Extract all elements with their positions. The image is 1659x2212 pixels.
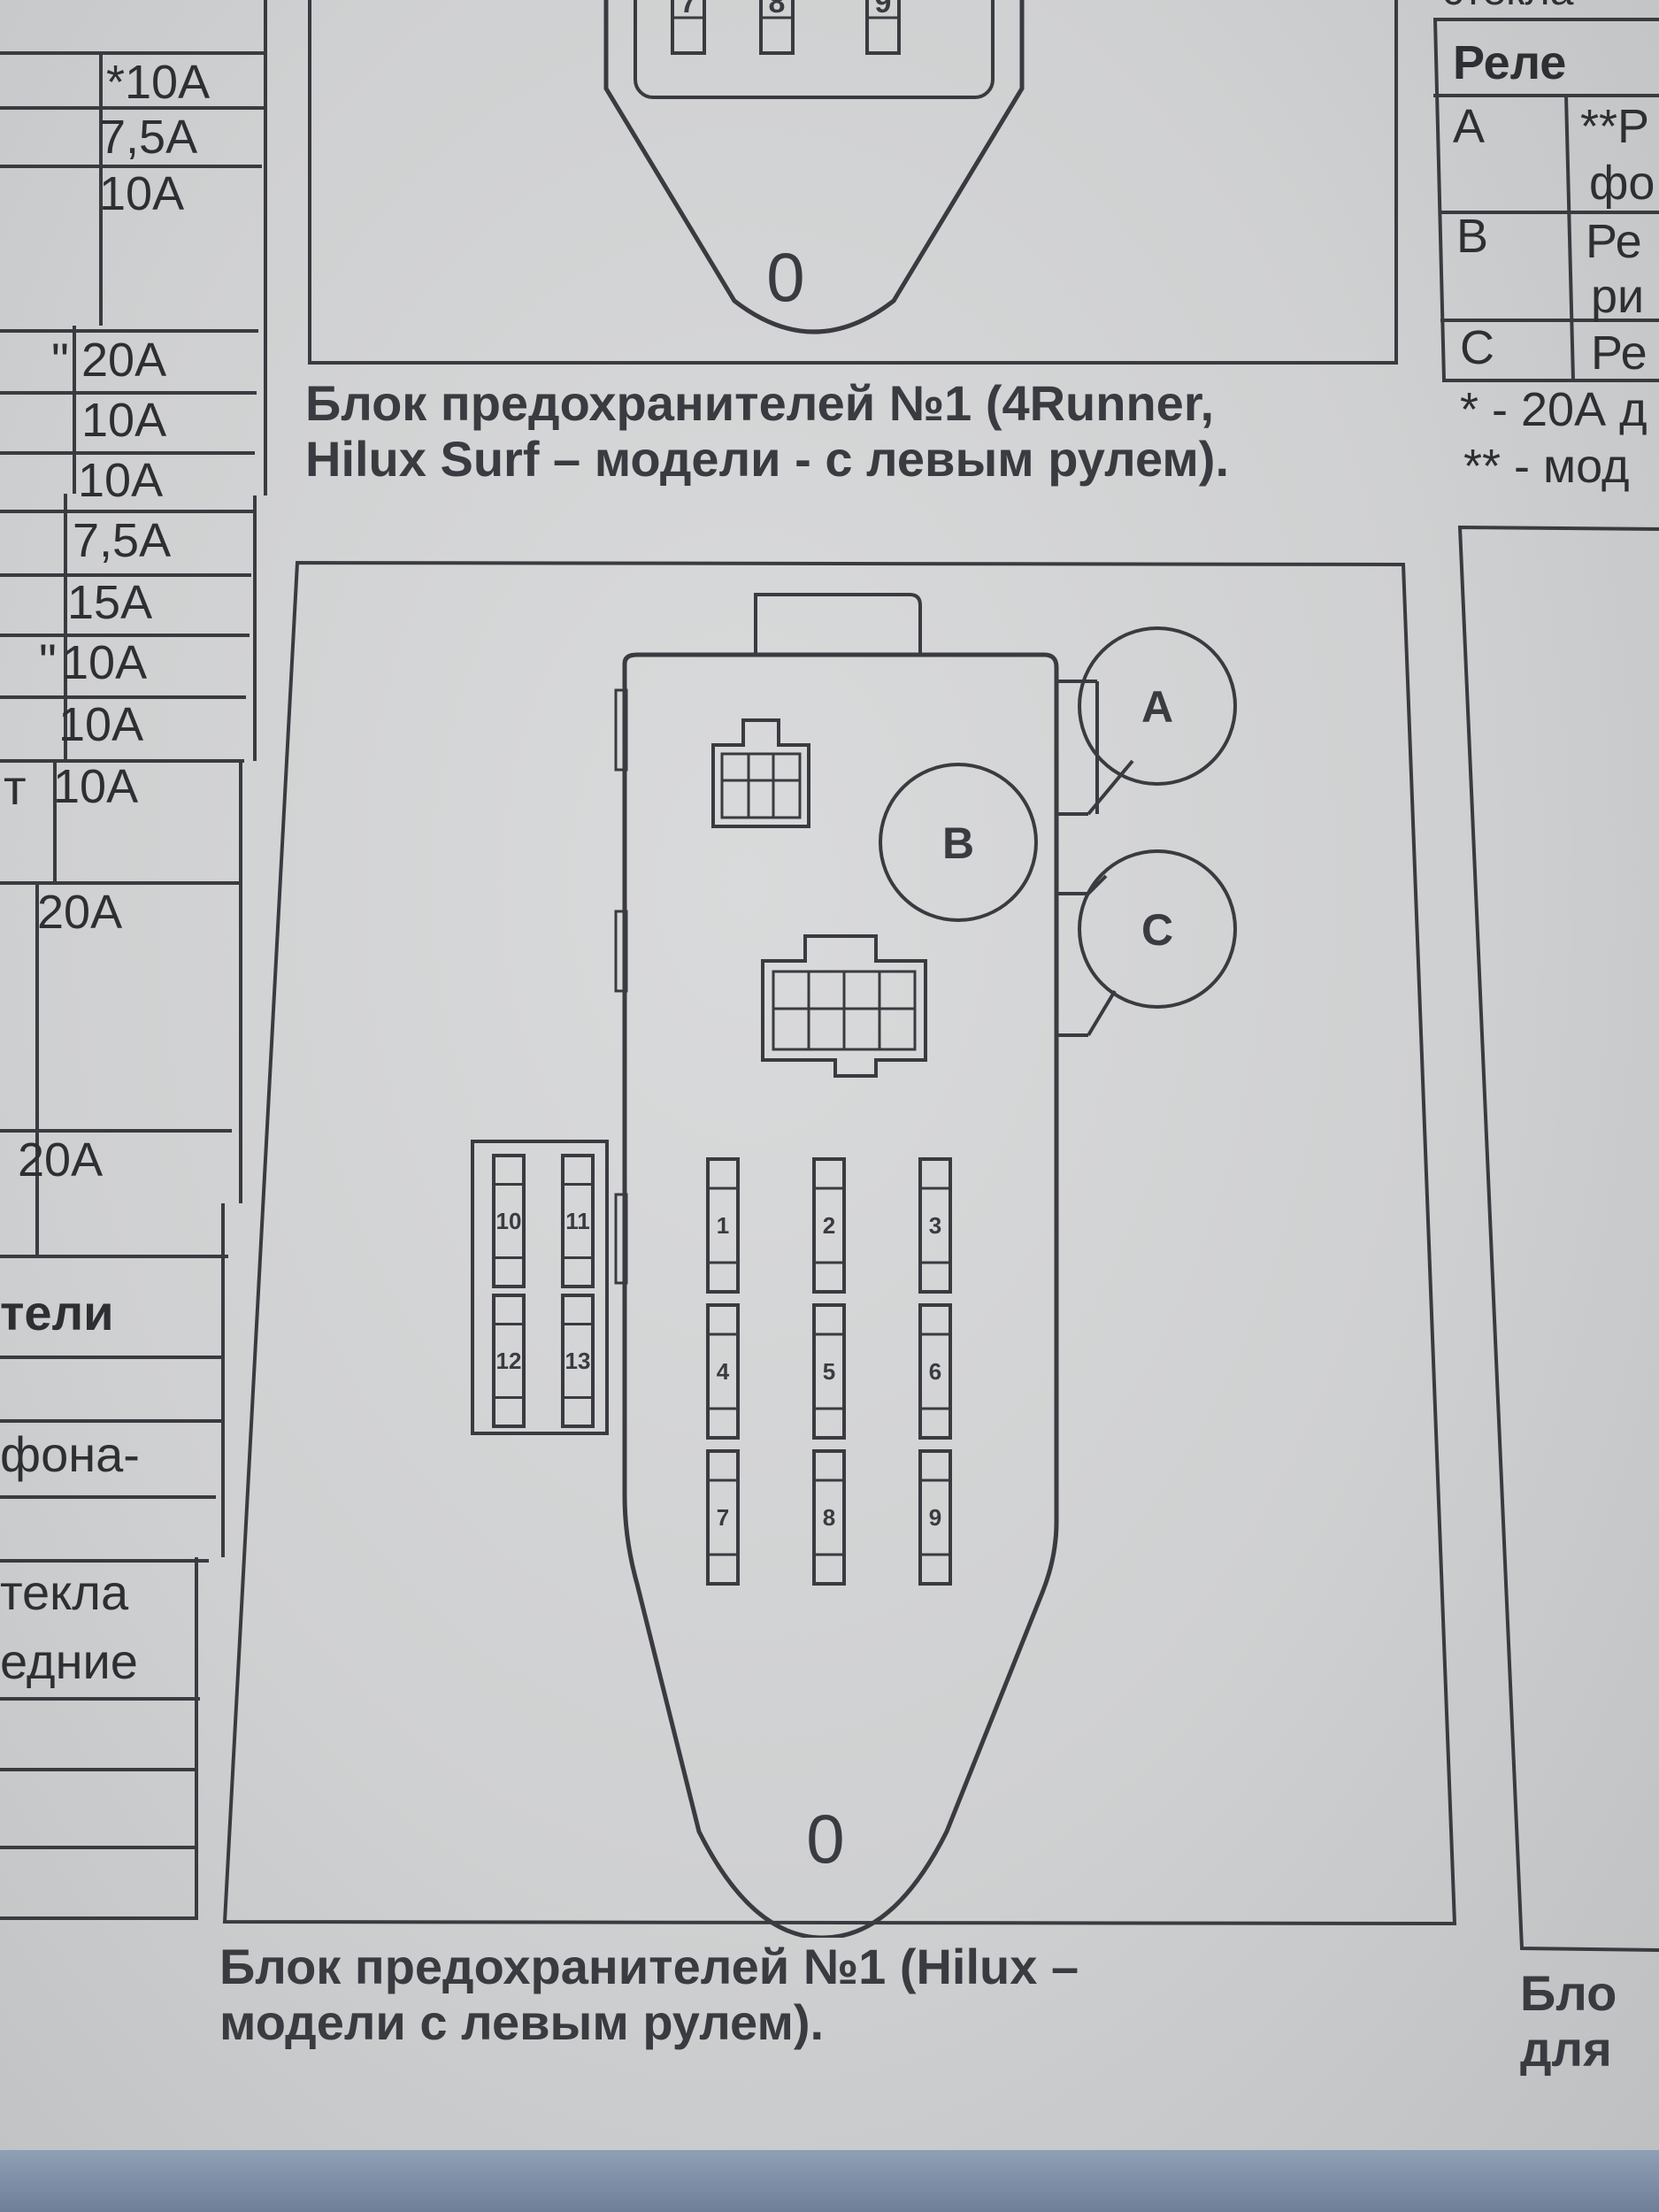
cut-header: стекла — [1442, 0, 1573, 12]
fuse-number: 2 — [823, 1212, 835, 1239]
relay-table: стекла Реле A **Р фо B Ре ри C Ре * - 20… — [1433, 0, 1659, 495]
fuse-number: 10 — [496, 1208, 522, 1234]
fuse-box-diagram-4runner: 7 8 9 0 — [308, 0, 1398, 365]
fuse-rating: 20A — [37, 886, 123, 939]
relay-c — [1078, 849, 1237, 1009]
caption-hilux: Блок предохранителей №1 (Hilux – модели … — [219, 1939, 1079, 2050]
relay-desc: фо — [1589, 157, 1655, 210]
fuse-slot: 8 — [812, 1449, 846, 1586]
row-fragment: " — [39, 634, 57, 689]
large-connector — [761, 934, 927, 1078]
row-fragment: " — [51, 333, 69, 388]
relay-desc: ри — [1591, 270, 1645, 323]
relay-key: A — [1453, 100, 1486, 153]
fuse-number: 11 — [565, 1208, 590, 1234]
fuse-rating: 10A — [81, 394, 167, 447]
row-fragment: текла — [0, 1564, 129, 1620]
caption-4runner: Блок предохранителей №1 (4Runner, Hilux … — [305, 375, 1230, 487]
relay-b — [879, 763, 1038, 922]
row-fragment: едние — [0, 1633, 138, 1689]
caption-line: Блок предохранителей №1 (Hilux – — [219, 1939, 1079, 1994]
fuse-slot: 2 — [812, 1157, 846, 1294]
fuse-number: 13 — [565, 1348, 591, 1374]
fuse-rating: 10A — [58, 698, 144, 751]
relay-key: B — [1456, 210, 1489, 263]
relay-key: C — [1460, 321, 1494, 374]
caption-next: Бло для — [1520, 1965, 1617, 2077]
section-heading-fragment: тели — [0, 1285, 114, 1340]
next-diagram-frame — [1457, 525, 1659, 1952]
fuse-rating-table: *10A 7,5A 10A 20A 10A 10A 7,5A 15A 10A 1… — [0, 0, 267, 1920]
mounting-hole: 0 — [806, 1800, 844, 1878]
fuse-number: 6 — [929, 1358, 941, 1385]
fuse-rating: 7,5A — [99, 111, 198, 164]
fuse-slot: 11 — [561, 1154, 595, 1288]
fuse-panel-outline — [634, 0, 995, 99]
footnote: * - 20А д — [1460, 383, 1647, 436]
fuse-rating: 20A — [18, 1133, 104, 1187]
relay-label: B — [942, 818, 974, 868]
fuse-rating: 10A — [99, 167, 185, 220]
caption-line: модели с левым рулем). — [219, 1993, 825, 2050]
fuse-slot: 10 — [492, 1154, 526, 1288]
fuse-number: 7 — [717, 1504, 729, 1531]
fuse-slot: 6 — [918, 1303, 952, 1440]
fuse-slot: 3 — [918, 1157, 952, 1294]
fuse-number: 8 — [823, 1504, 835, 1531]
row-fragment: т — [4, 759, 27, 815]
fuse-slot: 1 — [706, 1157, 740, 1294]
fuse-box-outline — [603, 0, 1025, 334]
relay-label: A — [1141, 682, 1173, 732]
fuse-rating: 15A — [67, 576, 153, 629]
row-fragment: фона- — [0, 1426, 140, 1482]
fuse-rating: 7,5A — [73, 514, 172, 567]
relay-label: C — [1141, 905, 1173, 955]
fuse-slot: 12 — [492, 1294, 526, 1428]
fuse-slot: 5 — [812, 1303, 846, 1440]
fuse-slot: 4 — [706, 1303, 740, 1440]
relay-desc: Ре — [1586, 215, 1642, 268]
top-tab — [754, 593, 922, 655]
small-connector — [711, 718, 810, 828]
fuse-slot: 9 — [918, 1449, 952, 1586]
relay-a — [1078, 626, 1237, 786]
relay-desc: Ре — [1591, 326, 1647, 380]
relay-table-header: Реле — [1453, 36, 1567, 89]
fuse-rating: 20A — [81, 334, 167, 387]
caption-line: Блок предохранителей №1 (4Runner, — [305, 375, 1215, 431]
fuse-rating: 10A — [78, 454, 164, 507]
fuse-number: 4 — [717, 1358, 730, 1385]
fuse-rating: 10A — [53, 760, 139, 813]
footnote: ** - мод — [1463, 440, 1630, 493]
diagram-frame — [308, 0, 1398, 365]
fuse-box-outline — [622, 652, 1059, 1938]
fuse-number: 8 — [769, 0, 786, 19]
fuse-number: 9 — [875, 0, 892, 19]
fuse-slot: 7 — [706, 1449, 740, 1586]
mounting-hole: 0 — [766, 238, 804, 316]
fuse-number: 1 — [717, 1212, 729, 1239]
caption-line: Hilux Surf – модели - с левым рулем). — [305, 430, 1230, 487]
side-fuse-panel — [471, 1140, 609, 1435]
table-surface — [0, 2150, 1659, 2212]
fuse-number: 12 — [496, 1348, 522, 1374]
fuse-number: 7 — [680, 0, 697, 19]
caption-line: Бло — [1520, 1965, 1617, 2021]
caption-line: для — [1520, 2020, 1612, 2077]
fuse-number: 9 — [929, 1504, 941, 1531]
fuse-number: 5 — [823, 1358, 835, 1385]
relay-desc: **Р — [1580, 100, 1650, 153]
fuse-slot: 13 — [561, 1294, 595, 1428]
fuse-rating: 10A — [62, 636, 148, 689]
fuse-rating: *10A — [106, 56, 211, 109]
fuse-number: 3 — [929, 1212, 941, 1239]
diagram-frame — [222, 560, 1457, 1926]
